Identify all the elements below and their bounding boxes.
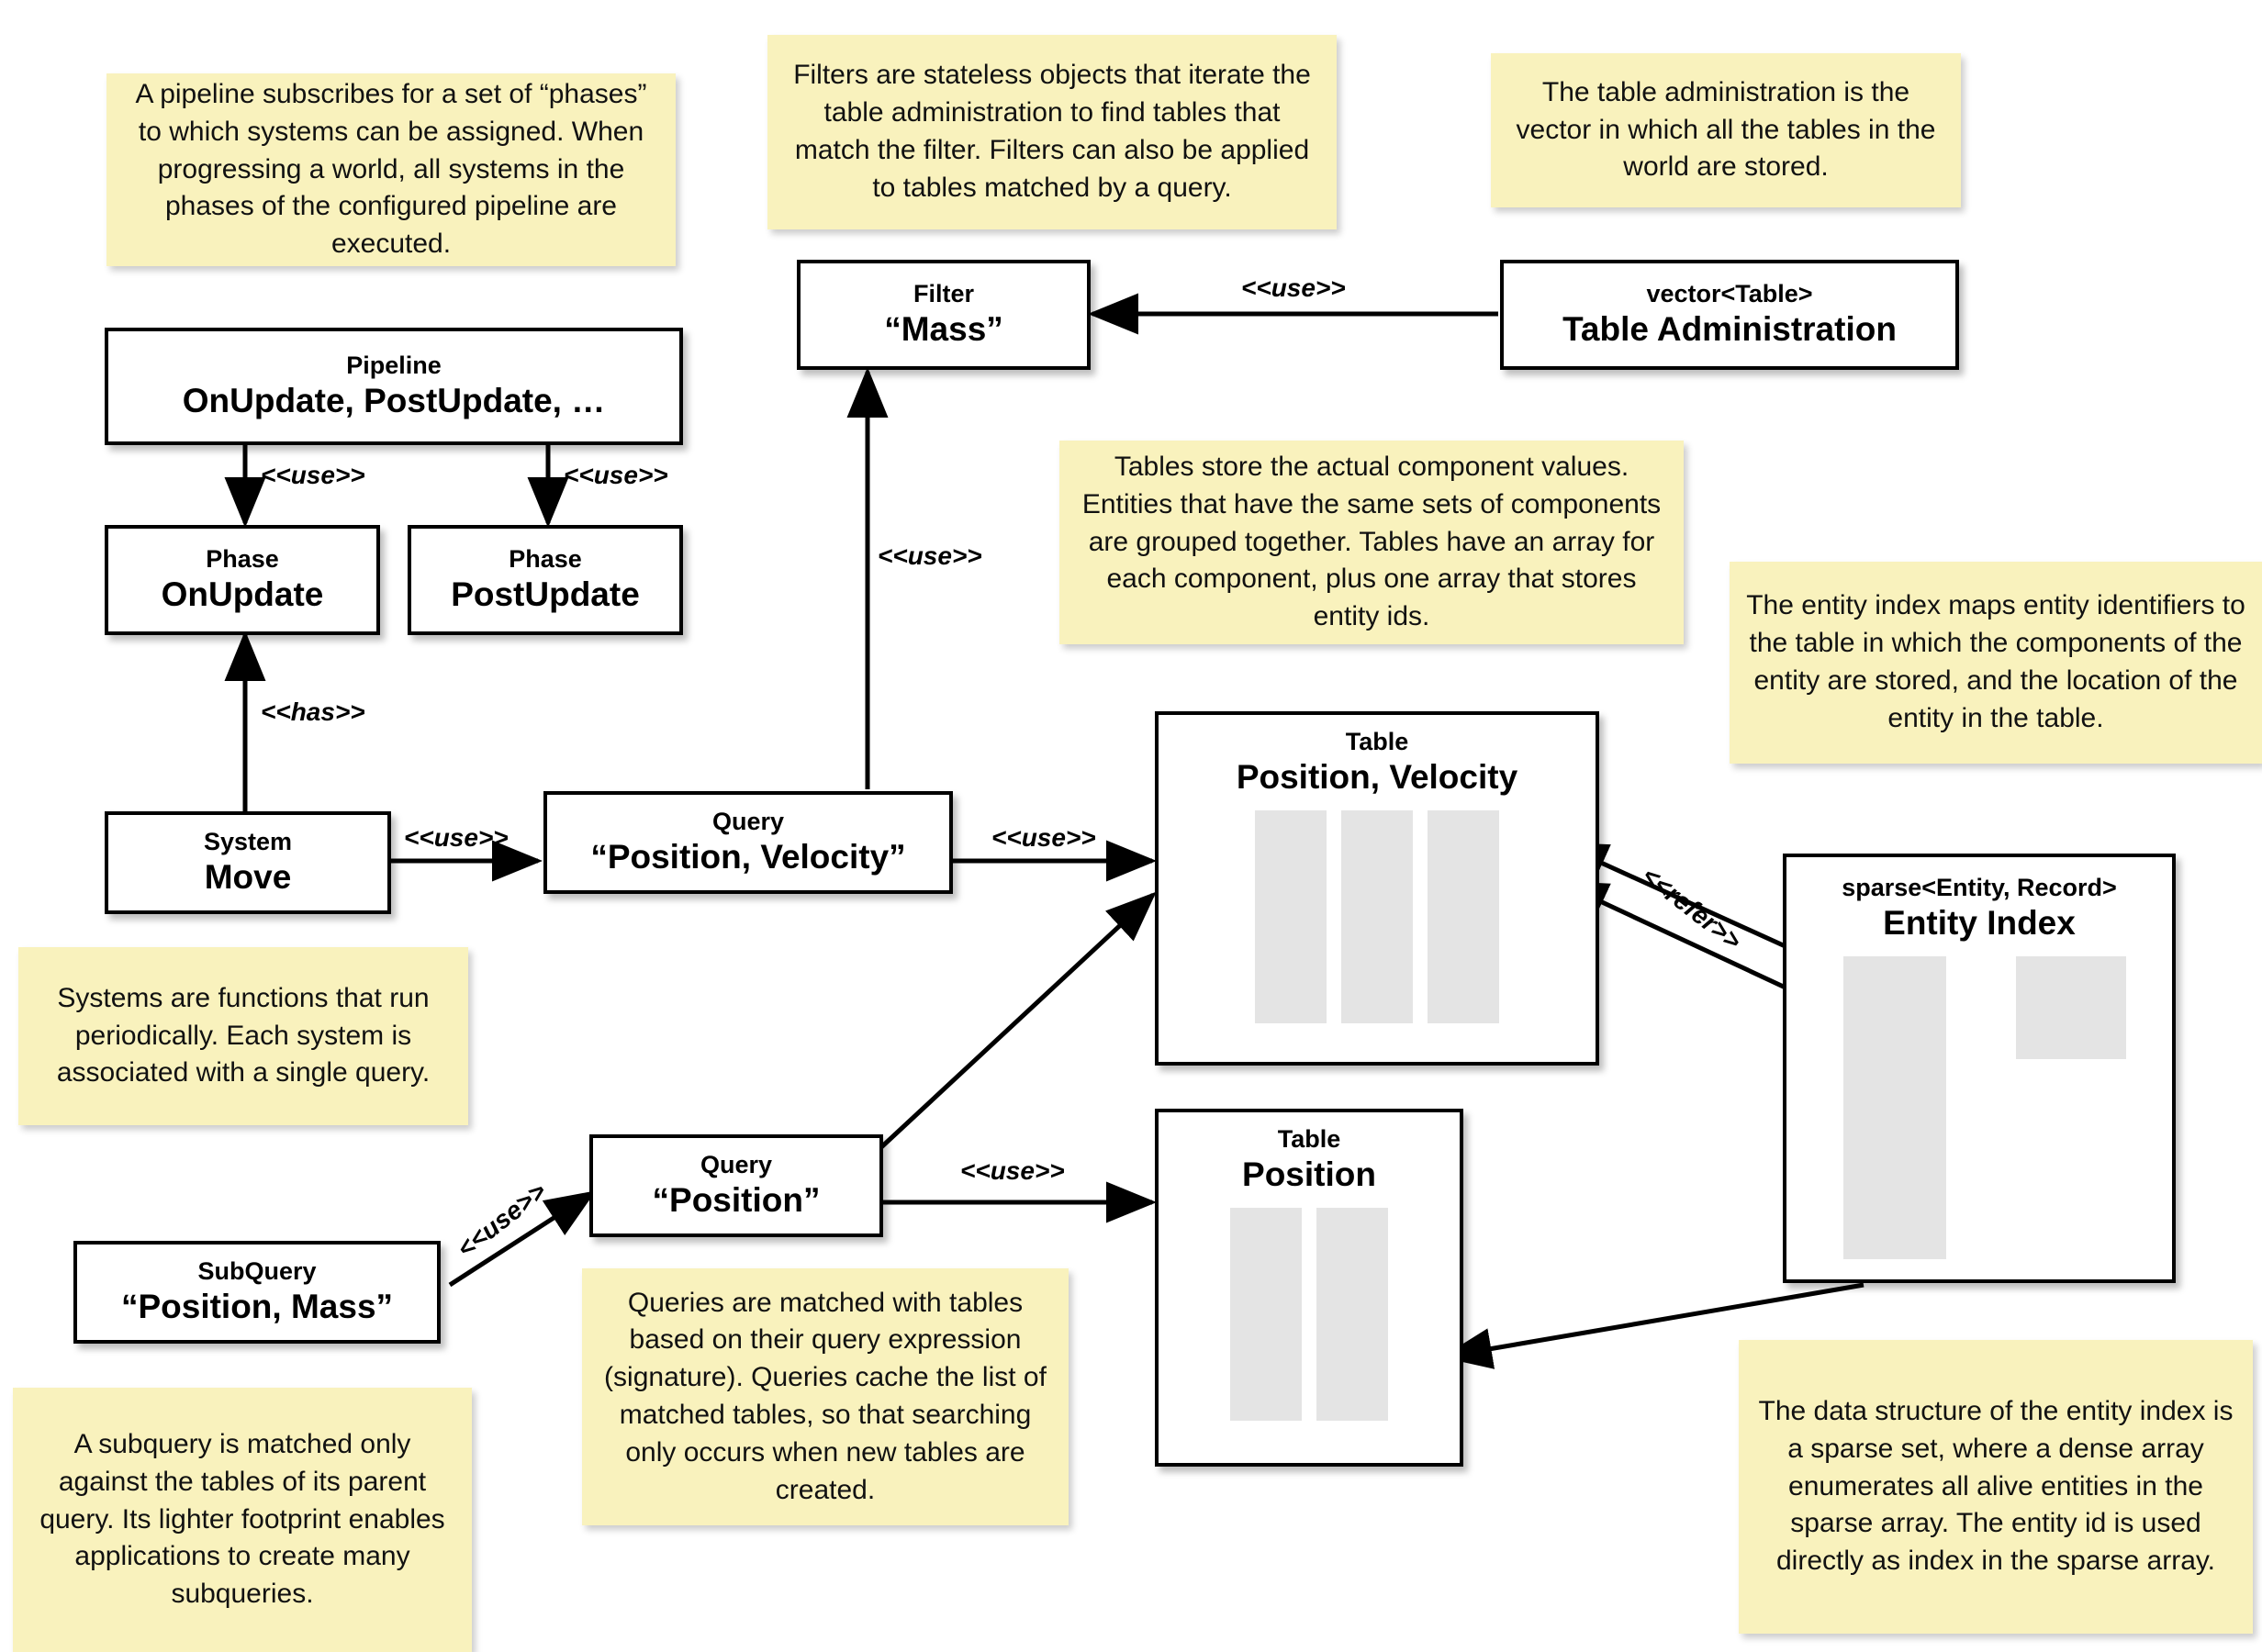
box-stereotype: Query (700, 1151, 773, 1179)
box-stereotype: Phase (509, 545, 582, 574)
edge-label-text: <<use>> (878, 541, 982, 570)
table-column (1316, 1207, 1388, 1421)
box-stereotype: Phase (206, 545, 279, 574)
box-stereotype: SubQuery (197, 1257, 317, 1286)
dense-array (2016, 956, 2126, 1059)
edge-label-entityindex-refers-table: <<refer>> (1636, 861, 1747, 956)
box-entity-index[interactable]: sparse<Entity, Record> Entity Index (1783, 854, 2176, 1283)
note-queries: Queries are matched with tables based on… (582, 1268, 1069, 1525)
box-query-position[interactable]: Query “Position” (589, 1134, 883, 1237)
box-table-position-velocity[interactable]: Table Position, Velocity (1155, 711, 1599, 1066)
edge-label-query-uses-table: <<use>> (991, 823, 1096, 853)
box-table-administration[interactable]: vector<Table> Table Administration (1500, 260, 1959, 370)
edge-label-text: <<use>> (991, 823, 1096, 852)
box-phase-postupdate[interactable]: Phase PostUpdate (408, 525, 683, 635)
box-name: Position, Velocity (1236, 757, 1518, 796)
box-name: “Position, Mass” (120, 1288, 394, 1326)
note-text: A subquery is matched only against the t… (39, 1429, 445, 1610)
box-filter-mass[interactable]: Filter “Mass” (797, 260, 1091, 370)
box-name: “Position” (652, 1181, 821, 1220)
box-stereotype: System (203, 828, 293, 856)
box-system-move[interactable]: System Move (105, 811, 391, 914)
box-name: Move (204, 858, 292, 897)
table-columns (1168, 809, 1586, 1023)
box-stereotype: vector<Table> (1646, 280, 1813, 308)
box-stereotype: Filter (913, 280, 974, 308)
edge-label-system-has-phase: <<has>> (261, 698, 365, 727)
edge-label-query-p-uses-table: <<use>> (960, 1156, 1065, 1186)
note-tables: Tables store the actual component values… (1059, 441, 1684, 644)
table-column (1230, 1207, 1302, 1421)
sparse-array (1843, 956, 1946, 1259)
box-stereotype: Query (711, 808, 785, 836)
note-text: Systems are functions that run periodica… (56, 982, 431, 1088)
edge-label-text: <<use>> (261, 461, 365, 489)
note-sparse-set: The data structure of the entity index i… (1739, 1340, 2253, 1634)
box-name: PostUpdate (451, 575, 640, 614)
edge-label-subquery-uses-query: <<use>> (452, 1177, 552, 1264)
box-name: OnUpdate (161, 575, 324, 614)
box-subquery-position-mass[interactable]: SubQuery “Position, Mass” (73, 1241, 441, 1344)
note-subquery: A subquery is matched only against the t… (13, 1388, 472, 1652)
note-text: Tables store the actual component values… (1081, 452, 1662, 632)
note-text: The entity index maps entity identifiers… (1746, 590, 2245, 733)
box-stereotype: sparse<Entity, Record> (1842, 874, 2117, 901)
box-stereotype: Table (1345, 728, 1409, 755)
table-column (1255, 809, 1327, 1023)
edge-label-text: <<use>> (564, 461, 668, 489)
edge-label-text: <<use>> (960, 1156, 1065, 1185)
box-stereotype: Pipeline (346, 352, 442, 380)
note-entity-index: The entity index maps entity identifiers… (1730, 562, 2262, 764)
table-columns (1168, 1207, 1450, 1421)
note-pipeline: A pipeline subscribes for a set of “phas… (106, 73, 676, 266)
note-filter: Filters are stateless objects that itera… (767, 35, 1337, 229)
edge-label-tableadmin-uses-filter: <<use>> (1241, 273, 1346, 303)
edge-label-text: <<has>> (261, 698, 365, 726)
edge-label-text: <<use>> (404, 823, 509, 852)
box-pipeline[interactable]: Pipeline OnUpdate, PostUpdate, … (105, 328, 683, 445)
box-name: “Position, Velocity” (590, 838, 906, 876)
box-phase-onupdate[interactable]: Phase OnUpdate (105, 525, 380, 635)
note-text: Filters are stateless objects that itera… (793, 60, 1311, 203)
edge-label-query-uses-filter: <<use>> (878, 541, 982, 571)
note-text: A pipeline subscribes for a set of “phas… (135, 79, 647, 260)
edge-label-system-uses-query: <<use>> (404, 823, 509, 853)
edge-label-pipeline-postupdate: <<use>> (564, 461, 668, 490)
box-table-position[interactable]: Table Position (1155, 1109, 1463, 1467)
note-table-admin: The table administration is the vector i… (1491, 53, 1961, 207)
note-systems: Systems are functions that run periodica… (18, 947, 468, 1125)
box-name: Table Administration (1562, 310, 1897, 349)
table-column (1428, 809, 1499, 1023)
table-column (1341, 809, 1413, 1023)
box-name: Entity Index (1883, 903, 2076, 942)
box-query-position-velocity[interactable]: Query “Position, Velocity” (543, 791, 953, 894)
box-name: “Mass” (884, 310, 1003, 349)
note-text: The data structure of the entity index i… (1758, 1396, 2234, 1577)
edge-label-text: <<use>> (1241, 273, 1346, 302)
box-stereotype: Table (1277, 1125, 1341, 1153)
note-text: The table administration is the vector i… (1516, 76, 1936, 183)
box-name: OnUpdate, PostUpdate, … (182, 382, 606, 420)
edge-label-text: <<refer>> (1636, 861, 1747, 956)
note-text: Queries are matched with tables based on… (604, 1287, 1047, 1505)
edge-label-text: <<use>> (452, 1177, 552, 1264)
edge-label-pipeline-onupdate: <<use>> (261, 461, 365, 490)
box-name: Position (1242, 1155, 1376, 1193)
